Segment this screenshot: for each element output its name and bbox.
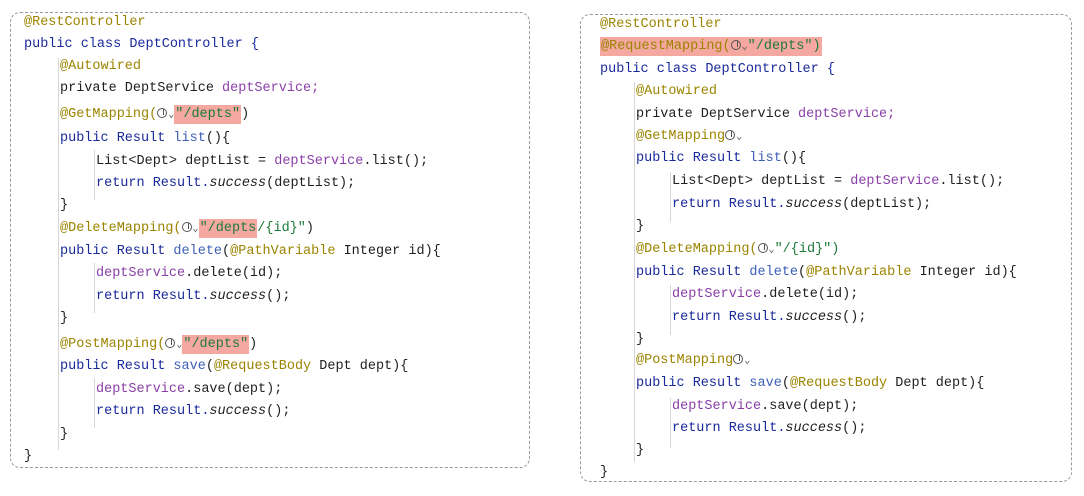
annotation-postmapping: @PostMapping (636, 353, 734, 368)
code-line: public Result save(@RequestBody Dept dep… (636, 376, 985, 391)
chevron-down-icon: ⌄ (176, 340, 183, 351)
code-line: @PostMapping(⌄"/depts") (60, 335, 258, 354)
code-line: } (636, 332, 645, 347)
code-line: } (60, 427, 69, 442)
web-globe-icon (730, 40, 741, 50)
annotation-restcontroller: @RestController (600, 17, 722, 32)
code-line: private DeptService deptService; (60, 81, 320, 96)
indent-guide (634, 82, 635, 462)
method-name: list (173, 131, 206, 146)
method-name: save (749, 376, 782, 391)
code-line: List<Dept> deptList = deptService.list()… (672, 174, 1005, 189)
chevron-down-icon: ⌄ (168, 110, 175, 121)
method-name: save (173, 359, 206, 374)
code-line: public Result list(){ (636, 151, 807, 166)
code-line: @RestController (24, 14, 146, 32)
code-line: @RestController (600, 16, 722, 34)
code-line: public Result delete(@PathVariable Integ… (636, 265, 1017, 280)
code-line: } (60, 198, 69, 213)
indent-guide (670, 398, 671, 448)
highlighted-path: "/depts" (174, 105, 242, 124)
annotation-requestmapping: @RequestMapping( (601, 39, 731, 54)
code-line: } (60, 311, 69, 326)
code-line: public class DeptController { (24, 36, 259, 54)
highlighted-request-mapping: @RequestMapping(⌄"/depts") (600, 37, 822, 56)
annotation-getmapping: @GetMapping( (60, 107, 158, 122)
chevron-down-icon: ⌄ (768, 245, 775, 256)
method-name: list (749, 151, 782, 166)
code-line: deptService.save(dept); (672, 399, 859, 414)
indent-guide (58, 58, 59, 450)
code-line: @GetMapping ⌄ (636, 128, 742, 147)
code-panel-after (580, 14, 1072, 482)
class-declaration: public class DeptController { (600, 62, 835, 77)
highlighted-path: "/depts (198, 219, 258, 238)
code-line: public Result delete(@PathVariable Integ… (60, 244, 441, 259)
code-line: } (600, 465, 609, 480)
field-name: deptService; (222, 81, 320, 96)
class-declaration: public class DeptController { (24, 37, 259, 52)
field-name: deptService; (798, 107, 896, 122)
code-line: deptService.save(dept); (96, 382, 283, 397)
annotation-getmapping: @GetMapping (636, 129, 726, 144)
indent-guide (94, 150, 95, 200)
code-line: return Result.success(); (96, 404, 291, 419)
chevron-down-icon: ⌄ (744, 356, 751, 367)
code-line: public class DeptController { (600, 61, 835, 79)
code-line: List<Dept> deptList = deptService.list()… (96, 154, 429, 169)
chevron-down-icon: ⌄ (736, 132, 743, 143)
annotation-deletemapping: @DeleteMapping( (636, 242, 758, 257)
code-line: return Result.success(); (672, 310, 867, 325)
code-line: return Result.success(); (96, 289, 291, 304)
code-line: return Result.success(deptList); (96, 176, 356, 191)
web-globe-icon (157, 108, 168, 118)
code-line: return Result.success(); (672, 421, 867, 436)
code-line: } (636, 443, 645, 458)
web-globe-icon (725, 130, 736, 140)
annotation-deletemapping: @DeleteMapping( (60, 221, 182, 236)
annotation-restcontroller: @RestController (24, 15, 146, 30)
indent-guide (670, 172, 671, 222)
web-globe-icon (757, 243, 768, 253)
chevron-down-icon: ⌄ (741, 42, 748, 53)
code-panel-before (10, 12, 530, 468)
code-line: private DeptService deptService; (636, 107, 896, 122)
code-line: @PostMapping ⌄ (636, 352, 750, 371)
chevron-down-icon: ⌄ (192, 224, 199, 235)
code-line: public Result list(){ (60, 131, 231, 146)
code-line: public Result save(@RequestBody Dept dep… (60, 359, 409, 374)
indent-guide (670, 285, 671, 335)
web-globe-icon (733, 354, 744, 364)
method-name: delete (749, 265, 799, 280)
code-line: return Result.success(deptList); (672, 197, 932, 212)
code-line: @GetMapping(⌄"/depts") (60, 105, 250, 124)
code-line: @DeleteMapping(⌄"/{id}") (636, 242, 840, 257)
annotation-postmapping: @PostMapping( (60, 337, 166, 352)
indent-guide (94, 378, 95, 428)
code-line: deptService.delete(id); (96, 266, 283, 281)
code-line: @Autowired (60, 58, 141, 76)
code-line: deptService.delete(id); (672, 287, 859, 302)
code-line: @RequestMapping(⌄"/depts") (600, 37, 822, 57)
annotation-autowired: @Autowired (636, 84, 718, 99)
annotation-autowired: @Autowired (60, 59, 142, 74)
web-globe-icon (181, 222, 192, 232)
method-name: delete (173, 244, 223, 259)
web-globe-icon (165, 338, 176, 348)
code-line: } (24, 449, 33, 464)
indent-guide (94, 263, 95, 313)
code-line: @Autowired (636, 83, 717, 101)
code-line: } (636, 219, 645, 234)
highlighted-path: "/depts" (182, 335, 250, 354)
code-line: @DeleteMapping(⌄"/depts/{id}") (60, 219, 314, 238)
